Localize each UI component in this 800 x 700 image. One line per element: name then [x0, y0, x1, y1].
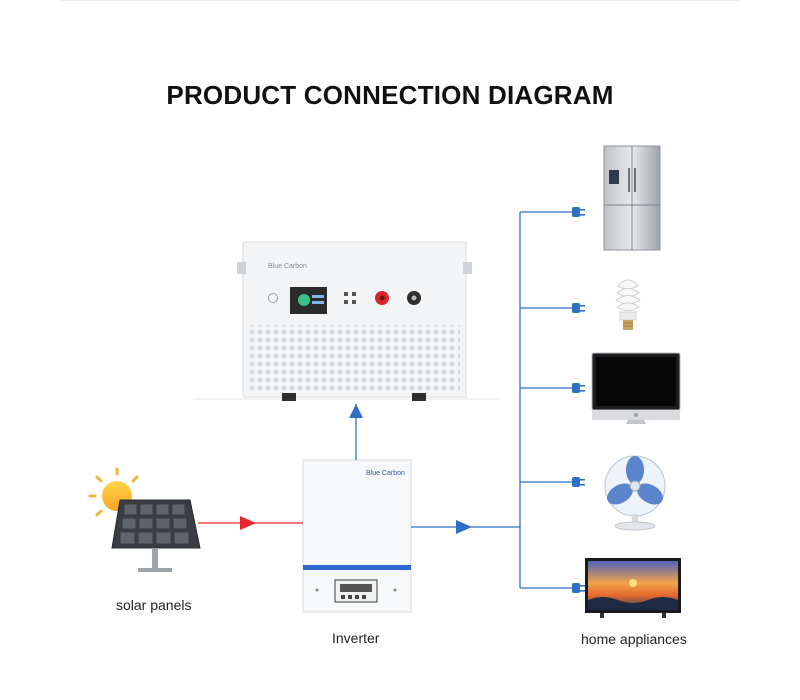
plug-icon — [572, 303, 585, 313]
solar-panels-label: solar panels — [116, 597, 192, 613]
light-bulb-icon — [615, 279, 641, 330]
plug-icon — [572, 383, 585, 393]
solar-panel-icon — [88, 467, 201, 572]
plug-connectors — [572, 207, 585, 593]
battery-vent-grille — [250, 325, 460, 390]
inverter-label: Inverter — [332, 630, 380, 646]
top-divider — [60, 0, 740, 1]
battery-arrow-head — [349, 404, 363, 418]
television-icon — [585, 558, 681, 618]
plug-icon — [572, 477, 585, 487]
dc-arrow-head — [240, 516, 256, 530]
battery-power-button — [268, 293, 278, 303]
electric-fan-icon — [604, 455, 666, 531]
computer-monitor-icon — [591, 352, 681, 424]
battery-unit: Blue Carbon — [193, 241, 500, 401]
plug-icon — [572, 583, 585, 593]
plug-icon — [572, 207, 585, 217]
output-arrow-head — [456, 520, 472, 534]
refrigerator-icon — [603, 145, 661, 251]
diagram-title: PRODUCT CONNECTION DIAGRAM — [166, 80, 614, 110]
battery-brand-text: Blue Carbon — [268, 263, 307, 270]
home-appliances-label: home appliances — [581, 631, 687, 647]
dc-connection-line — [198, 516, 303, 530]
inverter-brand-text: Blue Carbon — [366, 470, 405, 477]
inverter-unit: Blue Carbon — [302, 459, 412, 613]
